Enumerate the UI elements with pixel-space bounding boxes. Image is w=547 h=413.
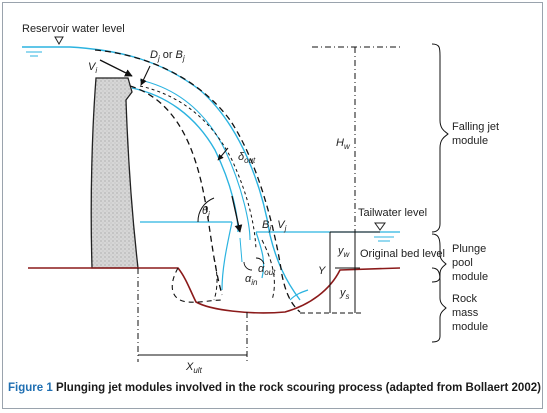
pool-rebound	[289, 289, 309, 301]
rock-mass-label-1: Rock	[452, 293, 478, 305]
jet-envelope-outer	[94, 49, 301, 313]
plunge-pool-label-2: pool	[452, 257, 473, 269]
reservoir-level-marker	[54, 36, 64, 46]
jet-direction-arrow	[231, 195, 243, 233]
alpha-in-arc	[243, 261, 253, 271]
jet-core-inner	[139, 79, 251, 241]
pool-water-right	[255, 231, 265, 279]
tailwater-level-marker	[374, 222, 386, 231]
falling-jet-bracket	[431, 43, 449, 233]
xult-label: Xult	[185, 361, 203, 375]
vi-label: Vi	[88, 61, 97, 75]
jet-envelope-inner	[129, 85, 223, 296]
plunge-pool-label-1: Plunge	[452, 243, 486, 255]
theta-j-label: θj	[202, 205, 210, 219]
plunge-pool-label-3: module	[452, 271, 488, 283]
bed-profile	[28, 267, 401, 314]
yw-label: yw	[337, 245, 351, 259]
rock-mass-label-2: mass	[452, 307, 479, 319]
vi-arrow	[99, 59, 133, 77]
delta-out-arrow	[217, 147, 229, 161]
figure-caption: Figure 1 Plunging jet modules involved i…	[8, 382, 541, 394]
delta-out-label: δout	[238, 151, 256, 165]
falling-jet-label-2: module	[452, 135, 488, 147]
reservoir-water-level-label: Reservoir water level	[22, 23, 125, 35]
hw-label: Hw	[336, 137, 351, 151]
figure-number: Figure 1	[8, 382, 53, 394]
jet-envelope-mid	[139, 85, 257, 251]
pool-water-left	[221, 221, 233, 291]
falling-jet-label-1: Falling jet	[452, 121, 499, 133]
original-bed-level-label: Original bed level	[360, 248, 445, 260]
caption-text: Plunging jet modules involved in the roc…	[55, 382, 541, 394]
bj-vj-label: Bj, Vj	[262, 219, 287, 233]
ys-label: ys	[339, 287, 350, 301]
alpha-in-label: αin	[245, 273, 258, 287]
scour-hole-dashed	[171, 267, 223, 303]
pool-dashed-right	[261, 239, 275, 301]
Y-label: Y	[318, 265, 326, 277]
dam-body	[90, 77, 139, 269]
tailwater-level-label: Tailwater level	[358, 207, 427, 219]
pool-dashed-left	[213, 257, 218, 301]
theta-arc	[197, 197, 215, 223]
rock-mass-bracket	[431, 267, 447, 343]
alpha-out-arc	[255, 257, 265, 265]
pool-mid-line	[239, 237, 243, 263]
alpha-out-label: αout	[258, 263, 276, 277]
dj-arrow	[140, 65, 151, 86]
rock-mass-label-3: module	[452, 321, 488, 333]
